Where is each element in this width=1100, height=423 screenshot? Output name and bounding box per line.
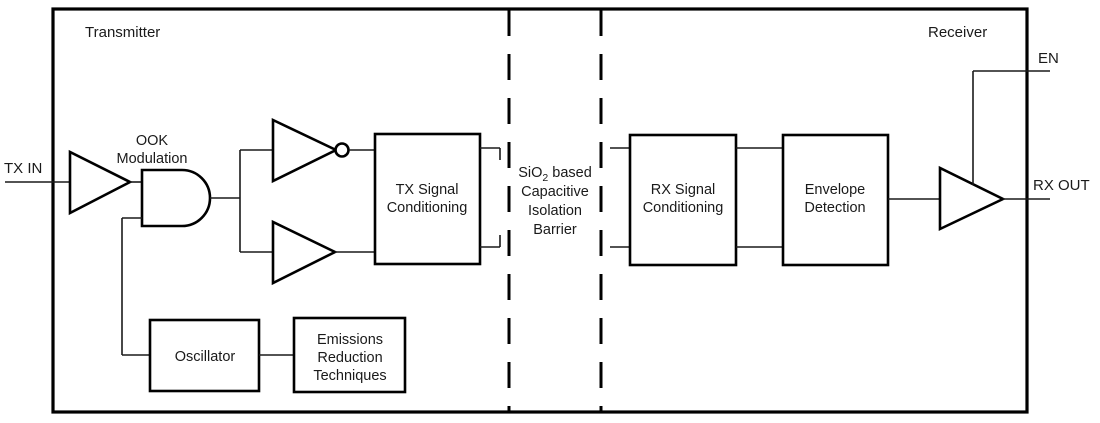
buffer-triangle [271, 219, 338, 286]
annotation-ook-line2: Modulation [117, 151, 188, 167]
barrier-label-line4: Barrier [533, 222, 577, 238]
block-tx-signal-conditioning-line2: Conditioning [387, 200, 468, 216]
output-buffer-triangle [938, 165, 1006, 232]
barrier-label-line3: Isolation [528, 203, 582, 219]
section-label-receiver: Receiver [928, 24, 987, 41]
device-outline [51, 7, 1029, 414]
annotation-ook-line1: OOK [136, 133, 169, 149]
block-envelope-detection [781, 133, 890, 267]
port-label-tx-in: TX IN [4, 160, 42, 177]
port-label-rx-out: RX OUT [1033, 177, 1090, 194]
and-gate [140, 168, 212, 228]
barrier-label-sio2-subscript: 2 [542, 172, 548, 184]
barrier-label-sio2-post: based [548, 165, 592, 181]
block-rx-signal-conditioning-line1: RX Signal [651, 182, 715, 198]
input-buffer-triangle [68, 149, 133, 216]
block-tx-signal-conditioning-line1: TX Signal [396, 182, 459, 198]
block-tx-signal-conditioning [373, 132, 482, 266]
port-label-en: EN [1038, 50, 1059, 67]
barrier-label-sio2-pre: SiO [518, 165, 542, 181]
block-envelope-detection-line1: Envelope [805, 182, 865, 198]
block-oscillator-label: Oscillator [175, 349, 236, 365]
block-emissions-reduction-line3: Techniques [313, 368, 386, 384]
block-envelope-detection-line2: Detection [804, 200, 865, 216]
barrier-label-line1: SiO2 based [518, 165, 592, 184]
inverter-bubble-icon [334, 142, 350, 158]
block-emissions-reduction [292, 316, 407, 394]
block-rx-signal-conditioning [628, 133, 738, 267]
inverter-triangle [271, 117, 339, 184]
barrier-label-line2: Capacitive [521, 184, 589, 200]
block-oscillator [148, 318, 261, 393]
section-label-transmitter: Transmitter [85, 24, 160, 41]
block-emissions-reduction-line2: Reduction [317, 350, 382, 366]
block-rx-signal-conditioning-line2: Conditioning [643, 200, 724, 216]
block-emissions-reduction-line1: Emissions [317, 332, 383, 348]
